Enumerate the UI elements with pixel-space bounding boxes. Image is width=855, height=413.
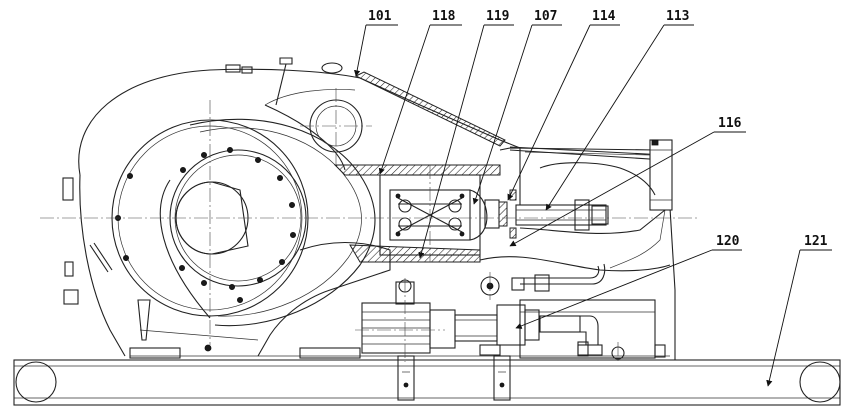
bolt-circle — [115, 146, 296, 303]
crosshead-slide — [333, 164, 517, 263]
plunger-fluid-end — [479, 139, 676, 360]
power-end-housing — [62, 57, 521, 359]
callout-116: 116 — [509, 116, 746, 247]
label-119: 119 — [486, 9, 509, 24]
callout-121: 121 — [766, 234, 832, 387]
label-121: 121 — [804, 234, 828, 249]
callout-107: 107 — [472, 9, 562, 205]
callout-120: 120 — [515, 234, 742, 329]
label-114: 114 — [592, 9, 616, 24]
label-107: 107 — [534, 9, 557, 24]
callout-119: 119 — [418, 9, 514, 259]
label-116: 116 — [718, 116, 742, 131]
callout-114: 114 — [507, 9, 620, 201]
center-lines — [40, 88, 700, 362]
label-101: 101 — [368, 9, 392, 24]
left-skid-roller — [15, 361, 57, 403]
right-skid-roller — [799, 361, 841, 403]
callout-101: 101 — [353, 9, 398, 77]
motor-drive — [361, 279, 603, 356]
base-skid — [13, 355, 841, 406]
label-120: 120 — [716, 234, 740, 249]
callout-118: 118 — [378, 9, 462, 175]
callout-113: 113 — [545, 9, 694, 211]
label-118: 118 — [432, 9, 456, 24]
label-113: 113 — [666, 9, 689, 24]
